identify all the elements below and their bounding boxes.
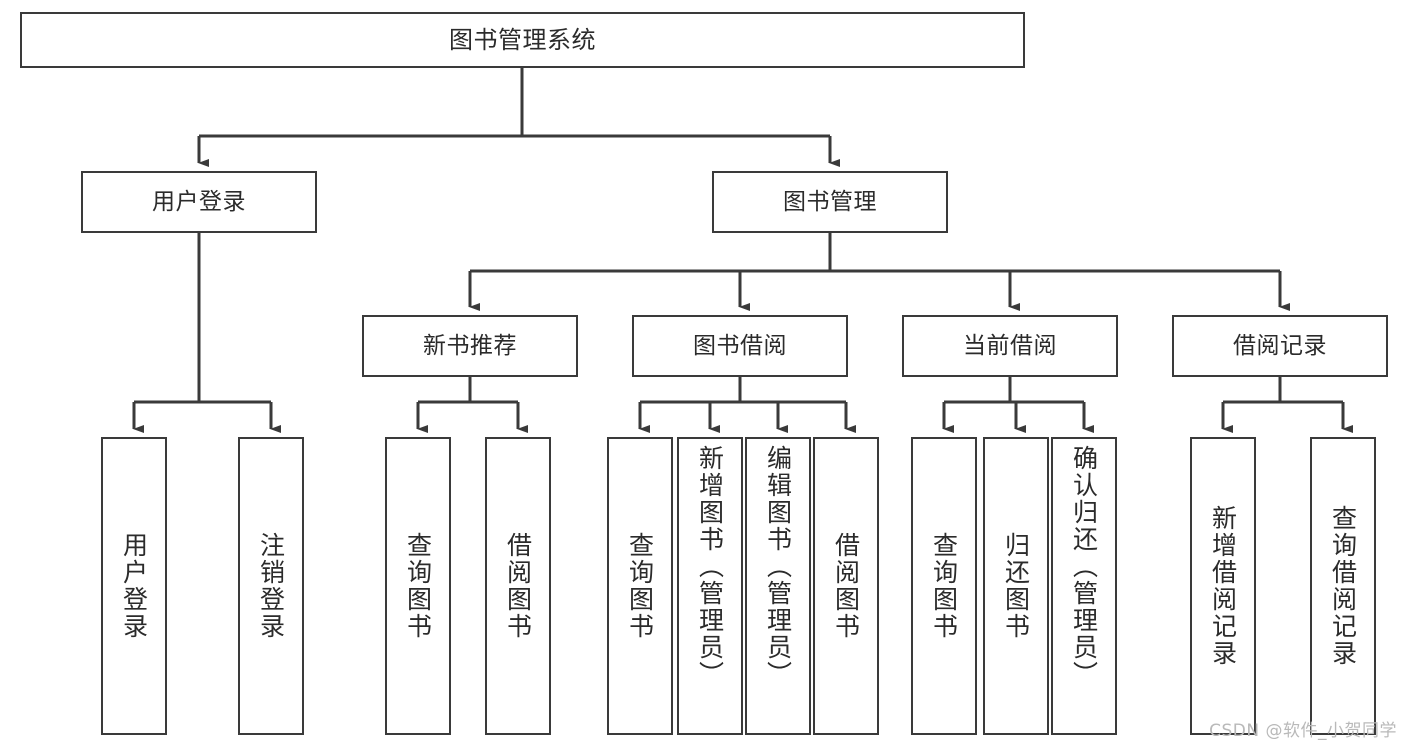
node-leaf-return-book[interactable]: 归还图书 (983, 437, 1049, 735)
node-leaf-borrow-book-2[interactable]: 借阅图书 (813, 437, 879, 735)
node-leaf-edit-book[interactable]: 编辑图书（管理员） (745, 437, 811, 735)
node-new-book-recommend-label: 新书推荐 (423, 332, 517, 359)
node-book-manage[interactable]: 图书管理 (712, 171, 948, 233)
node-leaf-borrow-book-1[interactable]: 借阅图书 (485, 437, 551, 735)
node-leaf-query-book-1[interactable]: 查询图书 (385, 437, 451, 735)
node-leaf-logout-label: 注销登录 (256, 532, 286, 640)
node-leaf-add-record[interactable]: 新增借阅记录 (1190, 437, 1256, 735)
node-root-label: 图书管理系统 (449, 26, 596, 54)
node-leaf-edit-book-label: 编辑图书（管理员） (763, 445, 793, 688)
node-book-borrow[interactable]: 图书借阅 (632, 315, 848, 377)
node-leaf-query-book-2[interactable]: 查询图书 (607, 437, 673, 735)
node-root[interactable]: 图书管理系统 (20, 12, 1025, 68)
node-borrow-record-label: 借阅记录 (1233, 332, 1327, 359)
node-leaf-add-book[interactable]: 新增图书（管理员） (677, 437, 743, 735)
node-leaf-user-login[interactable]: 用户登录 (101, 437, 167, 735)
node-borrow-record[interactable]: 借阅记录 (1172, 315, 1388, 377)
node-new-book-recommend[interactable]: 新书推荐 (362, 315, 578, 377)
node-current-borrow-label: 当前借阅 (963, 332, 1057, 359)
node-leaf-borrow-book-2-label: 借阅图书 (831, 532, 861, 640)
node-leaf-add-record-label: 新增借阅记录 (1208, 505, 1238, 667)
node-book-manage-label: 图书管理 (783, 188, 877, 215)
watermark-text: CSDN @软件_小贺同学 (1209, 721, 1397, 741)
node-user-login-label: 用户登录 (152, 188, 246, 215)
node-leaf-query-book-2-label: 查询图书 (625, 532, 655, 640)
node-leaf-borrow-book-1-label: 借阅图书 (503, 532, 533, 640)
node-leaf-user-login-label: 用户登录 (119, 532, 149, 640)
node-leaf-add-book-label: 新增图书（管理员） (695, 445, 725, 688)
node-leaf-query-record[interactable]: 查询借阅记录 (1310, 437, 1376, 735)
node-current-borrow[interactable]: 当前借阅 (902, 315, 1118, 377)
node-leaf-query-book-3[interactable]: 查询图书 (911, 437, 977, 735)
node-user-login[interactable]: 用户登录 (81, 171, 317, 233)
node-leaf-query-record-label: 查询借阅记录 (1328, 505, 1358, 667)
node-leaf-query-book-3-label: 查询图书 (929, 532, 959, 640)
node-leaf-confirm-return[interactable]: 确认归还（管理员） (1051, 437, 1117, 735)
node-leaf-logout[interactable]: 注销登录 (238, 437, 304, 735)
node-leaf-return-book-label: 归还图书 (1001, 532, 1031, 640)
node-leaf-confirm-return-label: 确认归还（管理员） (1069, 445, 1099, 688)
node-book-borrow-label: 图书借阅 (693, 332, 787, 359)
node-leaf-query-book-1-label: 查询图书 (403, 532, 433, 640)
